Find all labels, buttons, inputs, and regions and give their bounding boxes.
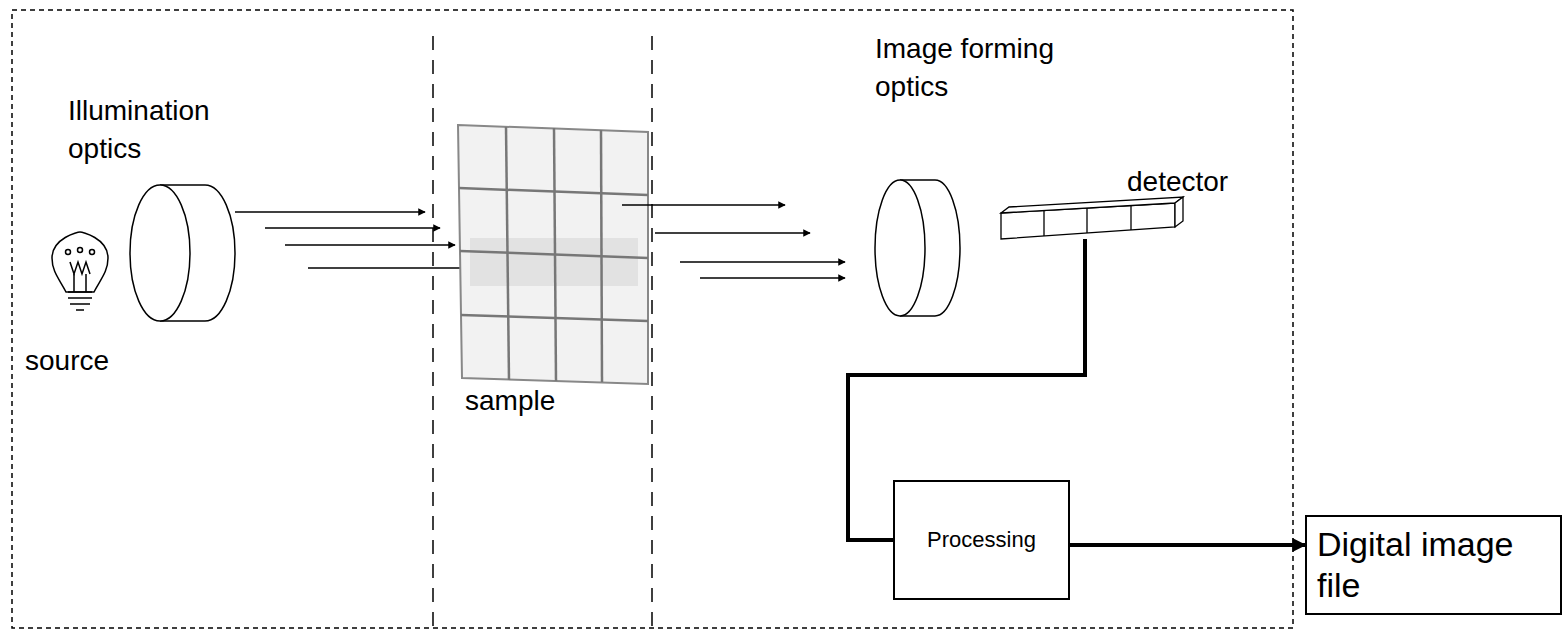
sample-label: sample xyxy=(465,382,625,420)
system-frame xyxy=(12,10,1293,628)
sample-grid xyxy=(458,125,648,384)
detector-label: detector xyxy=(1127,165,1228,199)
bulb-symbol xyxy=(52,232,108,310)
transmitted-rays xyxy=(622,205,845,278)
sample-plane xyxy=(433,36,652,630)
box-text: Digital image file xyxy=(1317,524,1546,606)
process-box: Processing xyxy=(893,480,1070,600)
light-rays xyxy=(235,212,470,268)
illumination-lens xyxy=(130,185,235,321)
source-label: source xyxy=(25,342,165,380)
box-text: Processing xyxy=(927,527,1036,553)
output-arrow xyxy=(1070,543,1305,547)
lens-label: Illumination optics xyxy=(68,92,268,168)
imaging-lens xyxy=(875,180,960,316)
detector-array: detector xyxy=(995,165,1270,241)
output-box: Digital image file xyxy=(1305,515,1562,615)
lens-label: Image forming optics xyxy=(875,30,1090,106)
